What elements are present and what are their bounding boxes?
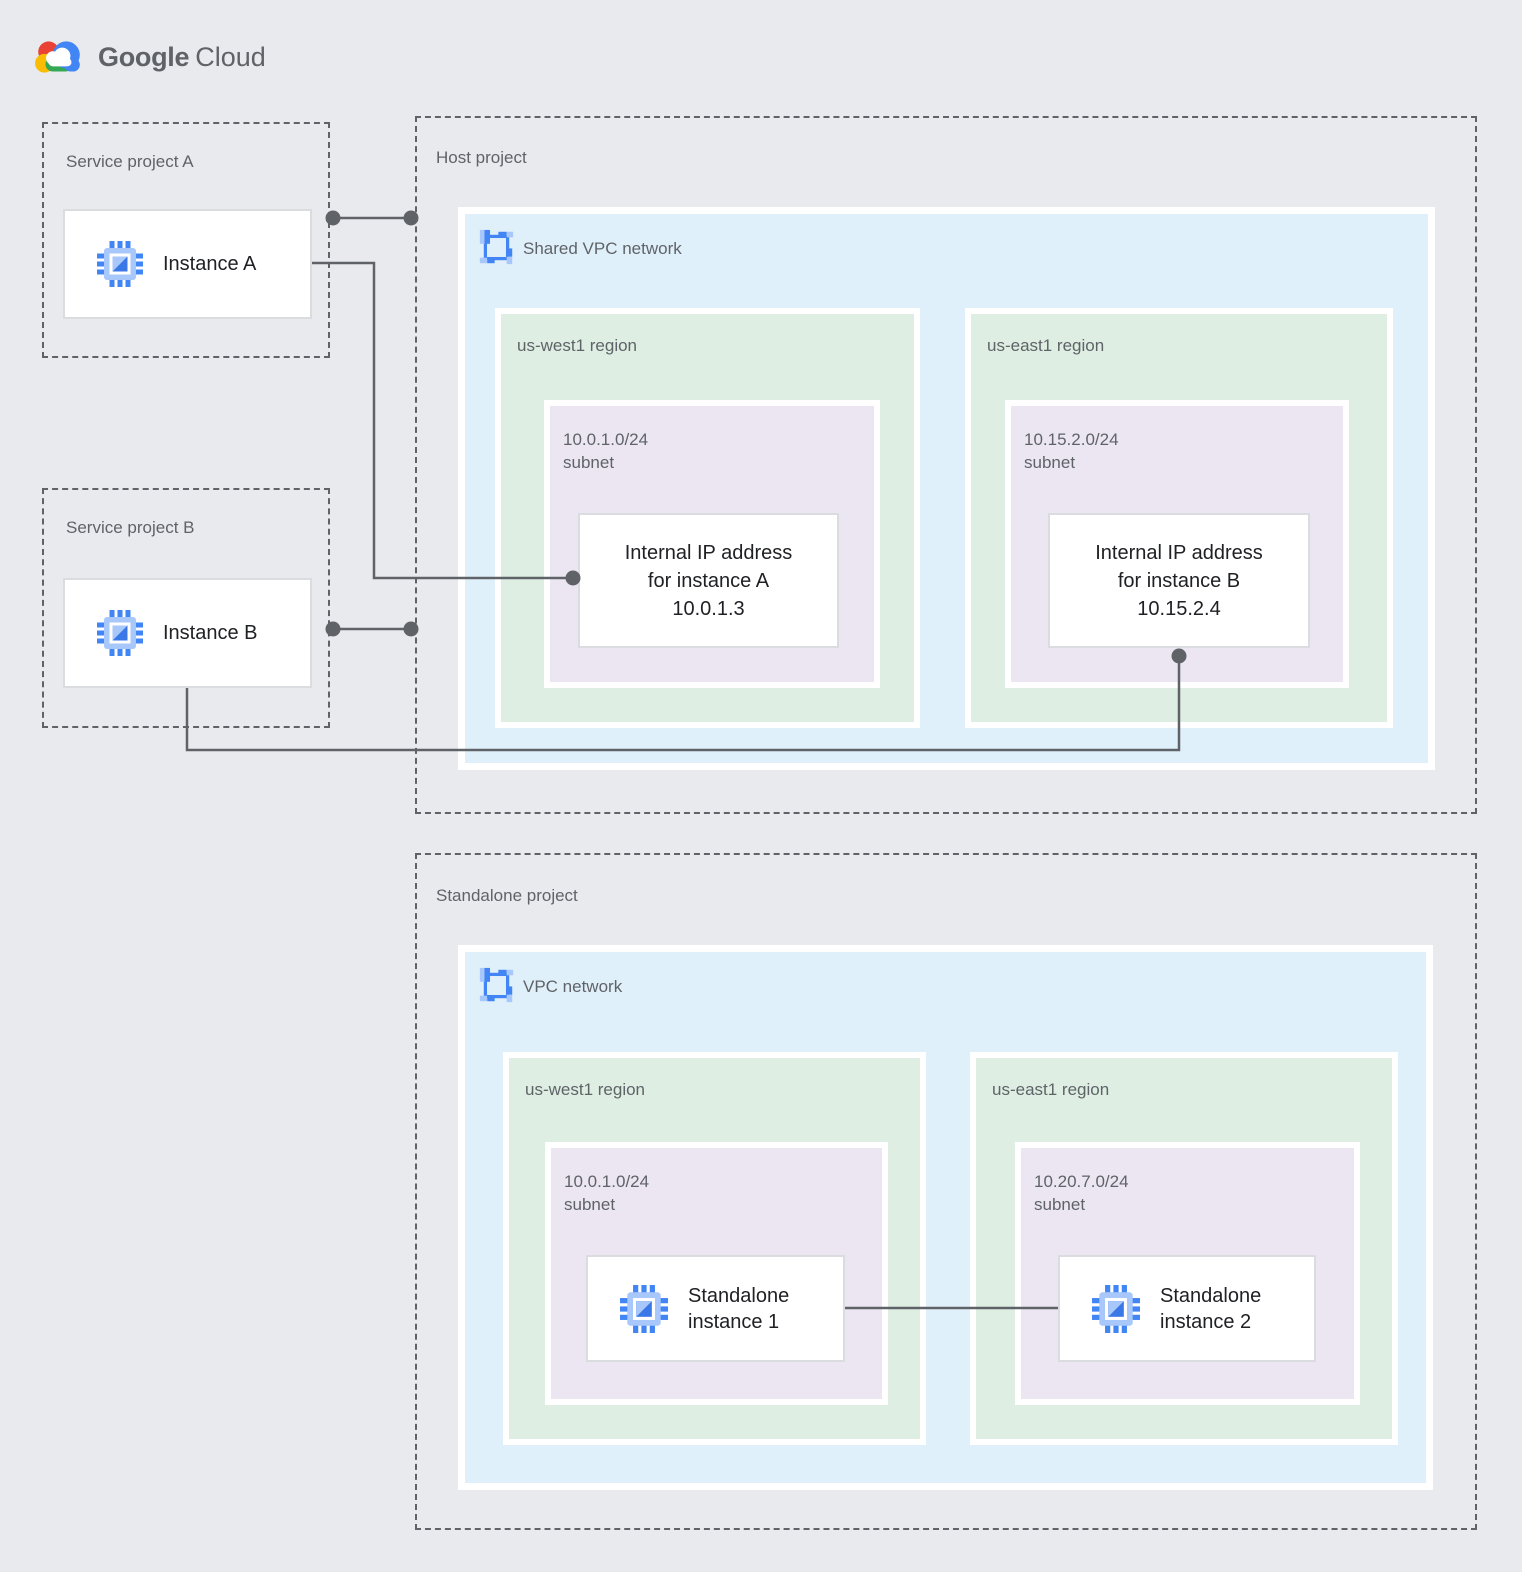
standalone-instance-2-line2: instance 2	[1160, 1310, 1252, 1333]
host-region-us-east1-box: us-east1 region 10.15.2.0/24 subnet Inte…	[965, 308, 1393, 728]
standalone-region-us-west1-box: us-west1 region 10.0.1.0/24 subnet	[503, 1052, 926, 1445]
internal-ip-a-address: 10.0.1.3	[672, 597, 745, 620]
internal-ip-b-address: 10.15.2.4	[1137, 597, 1221, 620]
host-subnet-east-box: 10.15.2.0/24 subnet Internal IP address …	[1005, 400, 1349, 688]
host-subnet-west-box: 10.0.1.0/24 subnet Internal IP address f…	[544, 400, 880, 688]
shared-vpc-network-label: Shared VPC network	[523, 239, 682, 258]
internal-ip-b-line2: for instance B	[1117, 569, 1241, 592]
standalone-subnet-west-word: subnet	[564, 1195, 616, 1214]
standalone-instance-2-line1: Standalone	[1160, 1284, 1262, 1307]
google-cloud-icon	[33, 36, 85, 78]
standalone-instance-1-line2: instance 1	[688, 1310, 780, 1333]
service-project-a-label: Service project A	[66, 152, 194, 171]
host-subnet-west-label: 10.0.1.0/24 subnet	[563, 428, 648, 474]
instance-a-label: Instance A	[163, 253, 257, 275]
host-project-box: Host project Shared VPC network us-west1…	[415, 116, 1477, 814]
standalone-instance-1-line1: Standalone	[688, 1284, 790, 1307]
internal-ip-a-line2: for instance A	[647, 569, 770, 592]
service-project-a-box: Service project A Instance A	[42, 122, 330, 358]
internal-ip-a-card: Internal IP address for instance A 10.0.…	[578, 513, 839, 648]
standalone-subnet-west-label: 10.0.1.0/24 subnet	[564, 1170, 649, 1216]
standalone-subnet-east-cidr: 10.20.7.0/24	[1034, 1172, 1129, 1191]
host-subnet-east-cidr: 10.15.2.0/24	[1024, 430, 1119, 449]
logo-word-google: Google	[98, 41, 190, 72]
standalone-instance-2-card: Standalone instance 2	[1058, 1255, 1316, 1362]
host-region-us-east1-label: us-east1 region	[987, 336, 1105, 355]
host-region-us-west1-label: us-west1 region	[517, 336, 638, 355]
standalone-region-us-east1-box: us-east1 region 10.20.7.0/24 subnet	[970, 1052, 1398, 1445]
instance-a-card: Instance A	[63, 209, 312, 319]
host-subnet-east-word: subnet	[1024, 453, 1076, 472]
instance-b-card: Instance B	[63, 578, 312, 688]
vpc-network-box: VPC network us-west1 region 10.0.1.0/24 …	[458, 945, 1433, 1490]
standalone-subnet-east-box: 10.20.7.0/24 subnet	[1015, 1142, 1360, 1405]
logo-word-cloud: Cloud	[195, 41, 266, 72]
standalone-subnet-east-label: 10.20.7.0/24 subnet	[1034, 1170, 1129, 1216]
standalone-instance-1-card: Standalone instance 1	[586, 1255, 845, 1362]
compute-instance-icon	[97, 241, 143, 287]
host-subnet-west-word: subnet	[563, 453, 615, 472]
vpc-network-label: VPC network	[523, 977, 623, 996]
standalone-project-label: Standalone project	[436, 886, 578, 905]
shared-vpc-network-box: Shared VPC network us-west1 region 10.0.…	[458, 207, 1435, 770]
host-subnet-east-label: 10.15.2.0/24 subnet	[1024, 428, 1119, 474]
compute-instance-icon	[97, 610, 143, 656]
internal-ip-b-line1: Internal IP address	[1095, 541, 1263, 564]
standalone-region-us-east1-label: us-east1 region	[992, 1080, 1110, 1099]
host-region-us-west1-box: us-west1 region 10.0.1.0/24 subnet Inter…	[495, 308, 920, 728]
service-project-b-label: Service project B	[66, 518, 195, 537]
standalone-project-box: Standalone project VPC network us-west1 …	[415, 853, 1477, 1530]
instance-b-label: Instance B	[163, 622, 258, 644]
internal-ip-a-line1: Internal IP address	[624, 541, 793, 564]
host-project-label: Host project	[436, 148, 527, 167]
compute-instance-icon	[1092, 1284, 1140, 1333]
service-project-b-box: Service project B Instance B	[42, 488, 330, 728]
standalone-subnet-east-word: subnet	[1034, 1195, 1086, 1214]
vpc-network-icon	[478, 965, 515, 1006]
standalone-region-us-west1-label: us-west1 region	[525, 1080, 646, 1099]
standalone-subnet-west-cidr: 10.0.1.0/24	[564, 1172, 650, 1191]
standalone-subnet-west-box: 10.0.1.0/24 subnet	[545, 1142, 888, 1405]
compute-instance-icon	[620, 1284, 668, 1333]
host-subnet-west-cidr: 10.0.1.0/24	[563, 430, 649, 449]
internal-ip-b-card: Internal IP address for instance B 10.15…	[1048, 513, 1310, 648]
vpc-network-icon	[478, 227, 515, 268]
